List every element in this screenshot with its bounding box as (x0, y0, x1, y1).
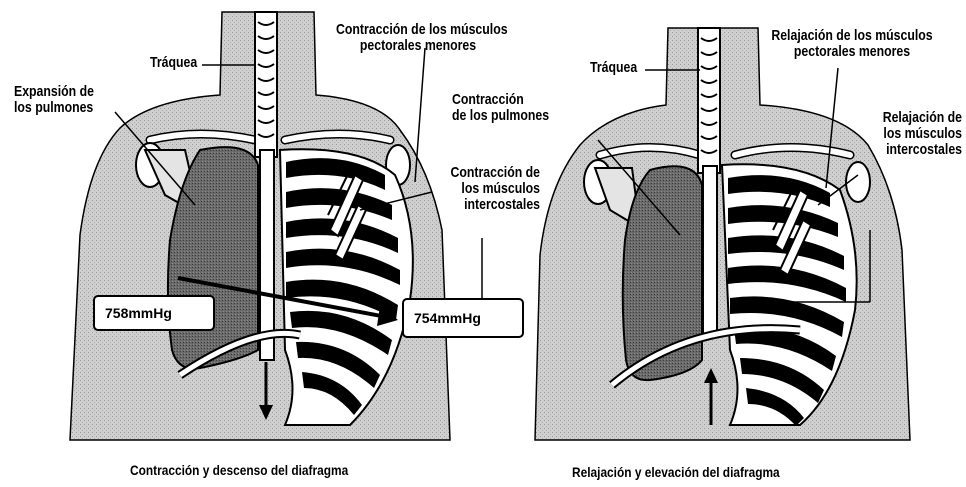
right-lung-contraction-label: Contracción de los pulmones (452, 92, 549, 124)
left-intercostal-contraction-label: Contracción de los músculos intercostale… (433, 165, 540, 213)
left-caption: Contracción y descenso del diafragma (130, 462, 348, 478)
right-muscle-relaxation-label: Relajación de los músculos pectorales me… (770, 28, 934, 60)
pressure-inside-box: 758mmHg (93, 295, 215, 331)
right-torso (535, 28, 910, 440)
right-intercostal-relaxation-label: Relajación de los músculos intercostales (862, 110, 962, 158)
pressure-outside-box: 754mmHg (402, 298, 524, 338)
left-lung-expansion-label: Expansión de los pulmones (14, 84, 94, 116)
right-trachea-label: Tráquea (590, 60, 637, 76)
left-sternum (260, 150, 274, 360)
right-sternum (703, 166, 717, 336)
left-muscle-contraction-label: Contracción de los músculos pectorales m… (336, 22, 500, 54)
left-trachea-label: Tráquea (150, 55, 197, 71)
right-body-silhouette (535, 28, 910, 440)
left-torso (70, 12, 482, 440)
right-caption: Relajación y elevación del diafragma (572, 464, 780, 480)
